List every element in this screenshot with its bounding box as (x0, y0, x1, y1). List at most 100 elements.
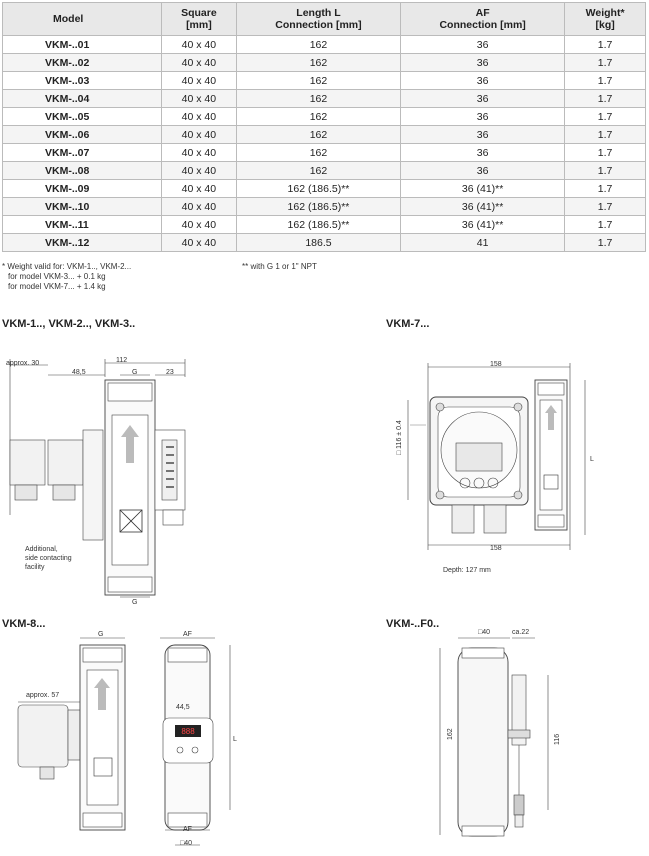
label-additional: Additional, side contacting facility (25, 545, 72, 572)
display-digits: 888 (181, 727, 195, 736)
table-cell: 40 x 40 (160, 71, 237, 90)
label-depth: Depth: 127 mm (443, 567, 491, 574)
label-116: 116 (554, 733, 561, 745)
table-cell: 40 x 40 (160, 35, 237, 54)
table-cell: 36 (41)** (400, 215, 566, 234)
table-cell: 162 (235, 161, 402, 180)
table-cell: 186.5 (235, 233, 402, 252)
column-header-line: Connection [mm] (275, 19, 362, 31)
section-title-vkm8: VKM-8... (2, 618, 46, 630)
drawing-vkm123 (9, 359, 186, 598)
label-162: 162 (447, 728, 454, 740)
table-cell: 40 x 40 (160, 179, 237, 198)
table-cell: 36 (400, 71, 566, 90)
table-cell: 1.7 (564, 143, 646, 162)
label-l-vkm7: L (590, 456, 594, 463)
column-header-line: [kg] (595, 19, 615, 31)
column-header-4: Weight*[kg] (564, 2, 646, 36)
column-header-1: Square[mm] (160, 2, 237, 36)
table-cell: 162 (186.5)** (235, 215, 402, 234)
table-cell: 162 (186.5)** (235, 179, 402, 198)
weight-footnote-line1: * Weight valid for: VKM-1.., VKM-2... (2, 262, 132, 271)
table-cell: 36 (41)** (400, 197, 566, 216)
model-cell: VKM-..05 (2, 107, 162, 126)
label-c40: □40 (478, 629, 491, 636)
label-af-bottom: AF (183, 826, 192, 833)
table-cell: 162 (235, 53, 402, 72)
label-30: 30 (31, 360, 40, 367)
table-cell: 1.7 (564, 233, 646, 252)
model-cell: VKM-..04 (2, 89, 162, 108)
table-cell: 1.7 (564, 179, 646, 198)
model-cell: VKM-..08 (2, 161, 162, 180)
column-header-line: [mm] (186, 19, 212, 31)
table-cell: 40 x 40 (160, 53, 237, 72)
thread-footnote: ** with G 1 or 1" NPT (242, 262, 317, 271)
table-cell: 36 (400, 143, 566, 162)
table-cell: 40 x 40 (160, 233, 237, 252)
model-cell: VKM-..01 (2, 35, 162, 54)
section-title-vkmf0: VKM-..F0.. (386, 618, 440, 630)
label-af-top: AF (183, 631, 192, 638)
drawing-vkm7 (407, 363, 586, 550)
table-cell: 36 (400, 107, 566, 126)
label-additional-1: Additional, (25, 546, 58, 553)
column-header-line: Weight* (585, 7, 625, 19)
model-cell: VKM-..02 (2, 53, 162, 72)
label-158-bottom: 158 (490, 545, 502, 552)
label-44-5: 44,5 (176, 704, 190, 711)
kobold-logo-icon-vkm7 (543, 474, 559, 490)
model-cell: VKM-..09 (2, 179, 162, 198)
table-cell: 40 x 40 (160, 215, 237, 234)
column-header-line: Connection [mm] (439, 19, 526, 31)
section-title-vkm123: VKM-1.., VKM-2.., VKM-3.. (2, 318, 136, 330)
table-cell: 40 x 40 (160, 143, 237, 162)
weight-footnote-line3: for model VKM-7... + 1.4 kg (8, 282, 106, 291)
column-header-line: Model (53, 13, 84, 25)
label-ca22: ca.22 (512, 629, 530, 636)
column-header-line: Square (181, 7, 217, 19)
table-cell: 162 (235, 35, 402, 54)
table-cell: 40 x 40 (160, 89, 237, 108)
section-title-vkm7: VKM-7... (386, 318, 430, 330)
table-cell: 1.7 (564, 89, 646, 108)
label-57: 57 (51, 692, 60, 699)
table-cell: 40 x 40 (160, 197, 237, 216)
weight-footnote-line2: for model VKM-3... + 0.1 kg (8, 272, 106, 281)
label-40: □40 (180, 840, 193, 847)
table-cell: 162 (235, 107, 402, 126)
label-23: 23 (166, 369, 174, 376)
model-cell: VKM-..03 (2, 71, 162, 90)
table-cell: 1.7 (564, 53, 646, 72)
table-cell: 1.7 (564, 35, 646, 54)
table-cell: 162 (235, 125, 402, 144)
table-cell: 162 (235, 143, 402, 162)
label-approx: approx. (6, 360, 30, 367)
label-116-tolerance: □ 116 ± 0.4 (396, 420, 403, 455)
label-158-top: 158 (490, 361, 502, 368)
table-cell: 40 x 40 (160, 125, 237, 144)
table-cell: 1.7 (564, 161, 646, 180)
label-g-top: G (132, 369, 138, 376)
model-cell: VKM-..07 (2, 143, 162, 162)
table-cell: 40 x 40 (160, 161, 237, 180)
table-cell: 36 (400, 125, 566, 144)
kobold-logo-icon-vkm8 (93, 757, 113, 777)
table-cell: 36 (400, 89, 566, 108)
model-cell: VKM-..11 (2, 215, 162, 234)
label-g-bottom: G (132, 599, 138, 606)
drawing-vkm8: 888 (17, 637, 231, 846)
label-112: 112 (116, 357, 128, 364)
